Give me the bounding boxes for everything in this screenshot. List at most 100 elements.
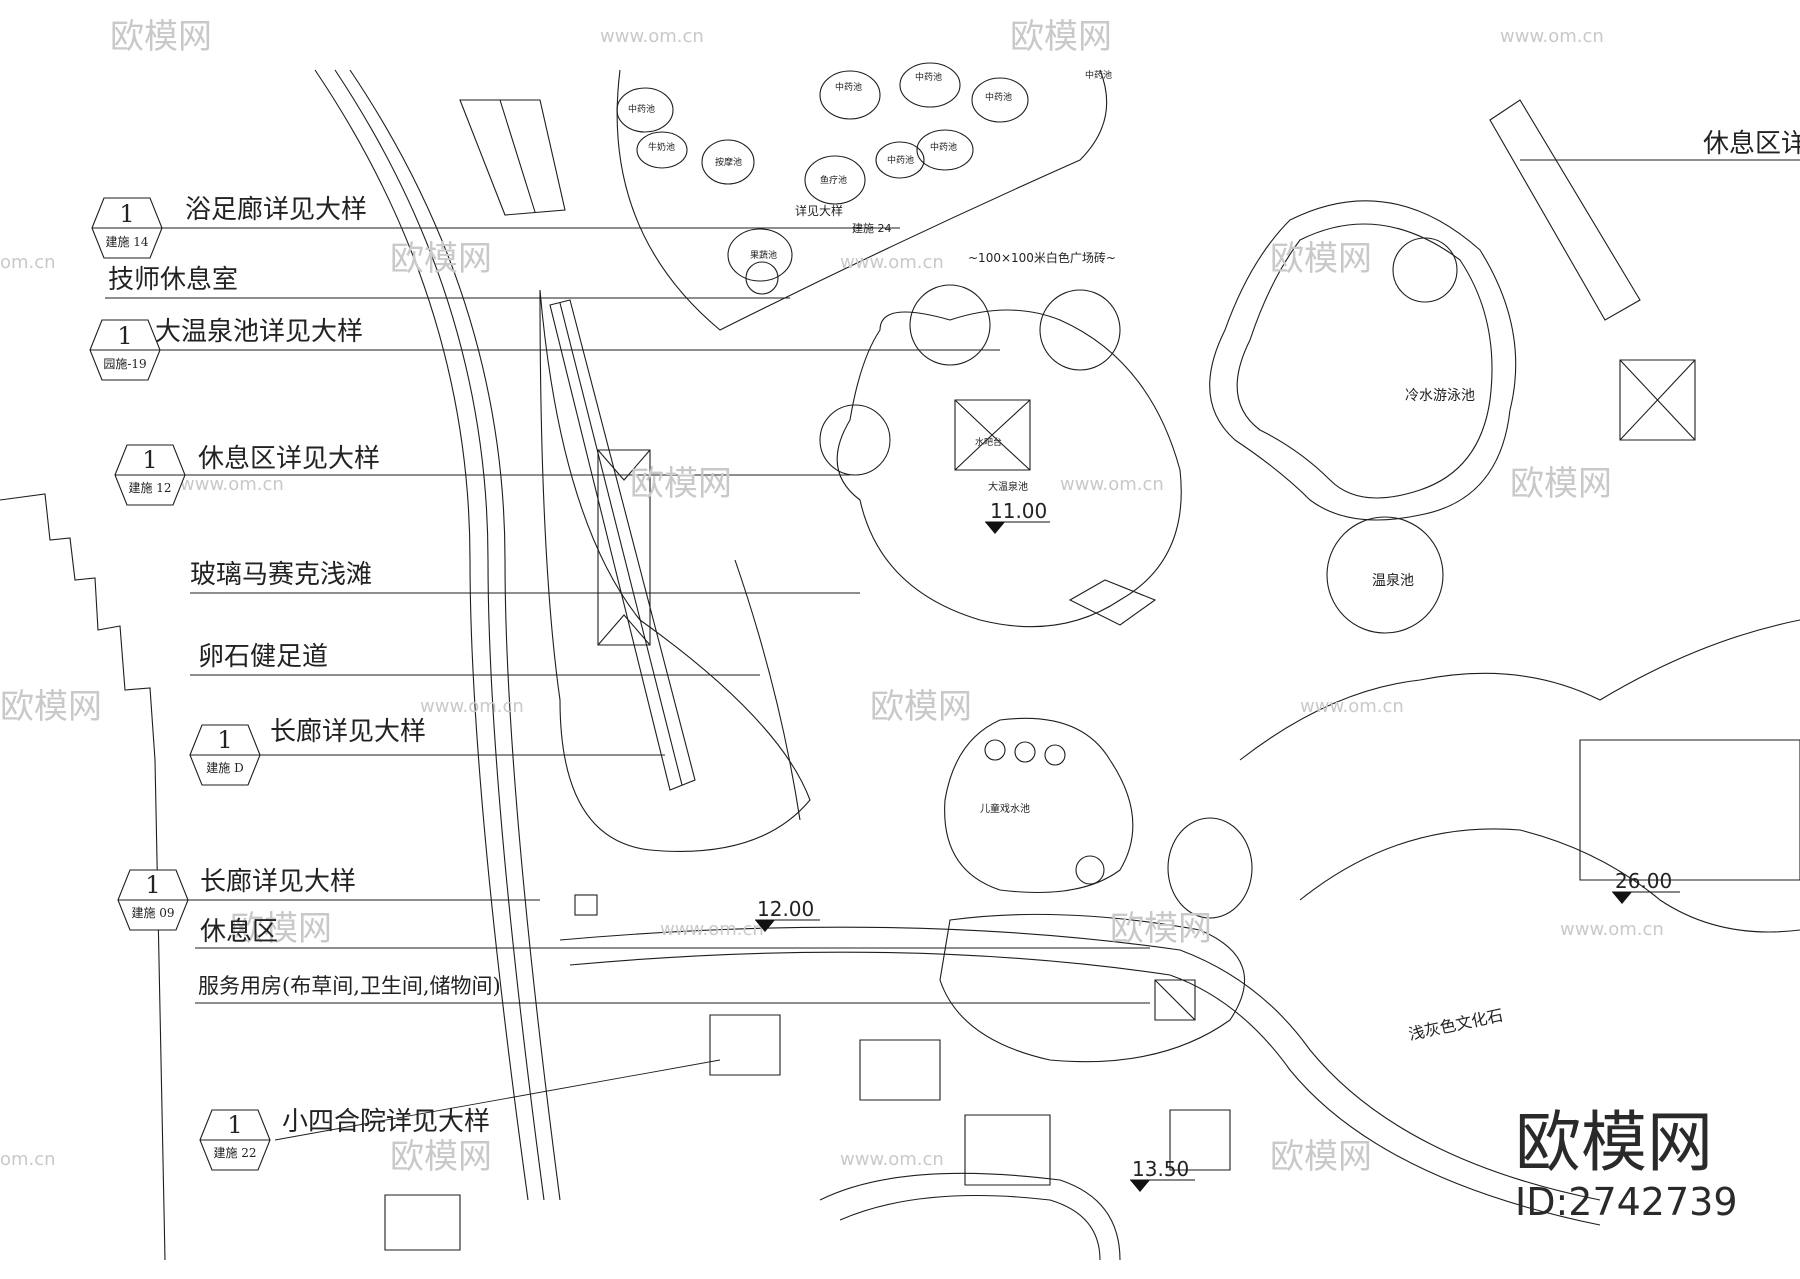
watermark-url: www.om.cn [1300, 696, 1404, 717]
watermark-url: www.om.cn [180, 474, 284, 495]
label-herb-pool-4: 中药池 [985, 91, 1012, 103]
hot-spring-pool [1326, 516, 1444, 634]
toddler-pool [1167, 817, 1253, 919]
rest-area-lawn [939, 913, 1245, 1063]
courtyard-pavilion-3 [1169, 1109, 1231, 1171]
service-room-building [709, 1014, 781, 1076]
svg-text:26.00: 26.00 [1615, 869, 1672, 893]
label-herb-pool-5: 中药池 [930, 141, 957, 153]
big-pool-lobe-left [819, 404, 891, 476]
callout-long-corridor-09: 1 建施 09 长廊详见大样 [117, 867, 356, 931]
svg-text:12.00: 12.00 [757, 897, 814, 921]
cold-pool-outline [1236, 223, 1493, 499]
label-kids-pool: 儿童戏水池 [980, 802, 1030, 815]
watermark-brand: 欧模网 [1010, 17, 1112, 57]
callout-label-technician: 技师休息室 [108, 265, 238, 295]
kids-pool-ring-2 [1014, 741, 1036, 763]
elevation-marker-2: 12.00 [755, 897, 820, 932]
stream-outline-upper [1239, 619, 1800, 761]
promenade-outer-edge [314, 69, 529, 1201]
kids-pool-ring-1 [984, 739, 1006, 761]
brand-logo-name: 欧模网 [1515, 1104, 1713, 1181]
watermark-brand: 欧模网 [0, 687, 102, 727]
callout-courtyard: 1 建施 22 小四合院详见大样 [199, 1107, 490, 1171]
callout-label-pebble-walk: 卵石健足道 [198, 642, 328, 672]
elevation-marker-4: 13.50 [1130, 1157, 1195, 1192]
callout-label: 休息区详见大样 [198, 444, 380, 474]
courtyard-pavilion-2 [964, 1114, 1051, 1186]
lower-path-edge [559, 926, 1601, 1201]
label-hot-spring-pool: 温泉池 [1372, 572, 1414, 589]
courtyard-corner-diag [1154, 979, 1196, 1021]
herb-pool-outline-4 [971, 77, 1029, 123]
label-herb-pool-6: 中药池 [887, 154, 914, 166]
promenade-inner-edge [349, 69, 561, 1201]
callout-label: 大温泉池详见大样 [155, 317, 363, 347]
shoal-area-outline [539, 289, 811, 852]
watermark-brand: 欧模网 [390, 239, 492, 279]
pebble-walk-edge [734, 559, 801, 821]
milk-pool-outline [636, 131, 688, 169]
label-fish-pool: 鱼疗池 [820, 174, 847, 186]
courtyard-pavilion-1 [859, 1039, 941, 1101]
callout-label: 浴足廊详见大样 [185, 195, 367, 225]
lower-path-edge-2 [569, 951, 1601, 1226]
callout-label: 小四合院详见大样 [282, 1107, 490, 1137]
watermark-brand: 欧模网 [1270, 1137, 1372, 1177]
label-big-pool: 大温泉池 [988, 480, 1028, 493]
label-fruit-pool: 果蔬池 [750, 249, 777, 261]
annotation-detail-sheet: 建施 24 [852, 221, 892, 235]
callout-number: 1 [227, 1111, 242, 1139]
long-corridor-ridge [559, 302, 683, 786]
callout-long-corridor-d: 1 建施 D 长廊详见大样 [189, 717, 426, 786]
square-pavilion-diag-2 [1619, 359, 1696, 441]
pool-bar-pavilion-ridge-2 [954, 434, 1031, 471]
bottom-contour-2 [839, 1195, 1101, 1261]
watermark-url: www.om.cn [840, 1149, 944, 1170]
entry-gate [574, 894, 598, 916]
leader-line-11 [274, 1059, 721, 1141]
stream-outline-lower [1299, 828, 1800, 933]
promenade-path-edge [334, 69, 545, 1201]
callout-sheet: 建施 09 [131, 906, 174, 920]
watermark-brand: 欧模网 [630, 464, 732, 504]
bottom-contour [819, 1172, 1121, 1261]
callout-number: 1 [145, 871, 160, 899]
rest-pavilion-ridge-lower [597, 614, 651, 646]
label-massage-pool: 按摩池 [715, 156, 742, 168]
watermark-brand: 欧模网 [1270, 239, 1372, 279]
watermark-url: om.cn [0, 1149, 56, 1170]
watermark-url: www.om.cn [660, 919, 764, 940]
watermark-url: www.om.cn [420, 696, 524, 717]
callout-number: 1 [119, 200, 134, 228]
herb-pool-outline-3 [899, 62, 961, 108]
callout-label-service: 服务用房(布草间,卫生间,储物间) [198, 974, 501, 998]
big-pool-lobe-top-2 [1039, 289, 1121, 371]
label-herb-pool-7: 中药池 [1085, 69, 1112, 81]
callout-foot-bath: 1 建施 14 浴足廊详见大样 [91, 195, 367, 259]
callout-sheet: 建施 14 [105, 235, 148, 249]
watermark-brand: 欧模网 [110, 17, 212, 57]
annotation-see-detail: 详见大样 [795, 203, 843, 218]
rest-area-building-right [1489, 99, 1641, 321]
elevation-marker-3: 26.00 [1612, 869, 1680, 904]
svg-text:11.00: 11.00 [990, 499, 1047, 523]
watermark-brand: 欧模网 [1110, 909, 1212, 949]
callout-sheet: 建施 22 [213, 1146, 256, 1160]
label-pool-bar: 水吧台 [975, 436, 1002, 448]
foot-bath-corridor-roof [459, 99, 566, 216]
rest-pavilion-ridge [597, 449, 651, 481]
watermark-url: www.om.cn [1060, 474, 1164, 495]
callout-sheet: 建施 12 [128, 481, 171, 495]
cold-pool-rim [1209, 200, 1517, 521]
kids-pool-fountain [1075, 855, 1105, 885]
callout-number: 1 [217, 726, 232, 754]
callout-label: 长廊详见大样 [200, 867, 356, 897]
annotation-plaza-tile: ~100×100米白色广场砖~ [968, 250, 1116, 265]
watermark-url: www.om.cn [600, 26, 704, 47]
callout-number: 1 [117, 322, 132, 350]
brand-logo-id: ID:2742739 [1515, 1180, 1738, 1224]
herb-pool-outline-2 [819, 70, 881, 120]
callout-big-pool: 1 园施-19 大温泉池详见大样 [89, 317, 363, 381]
